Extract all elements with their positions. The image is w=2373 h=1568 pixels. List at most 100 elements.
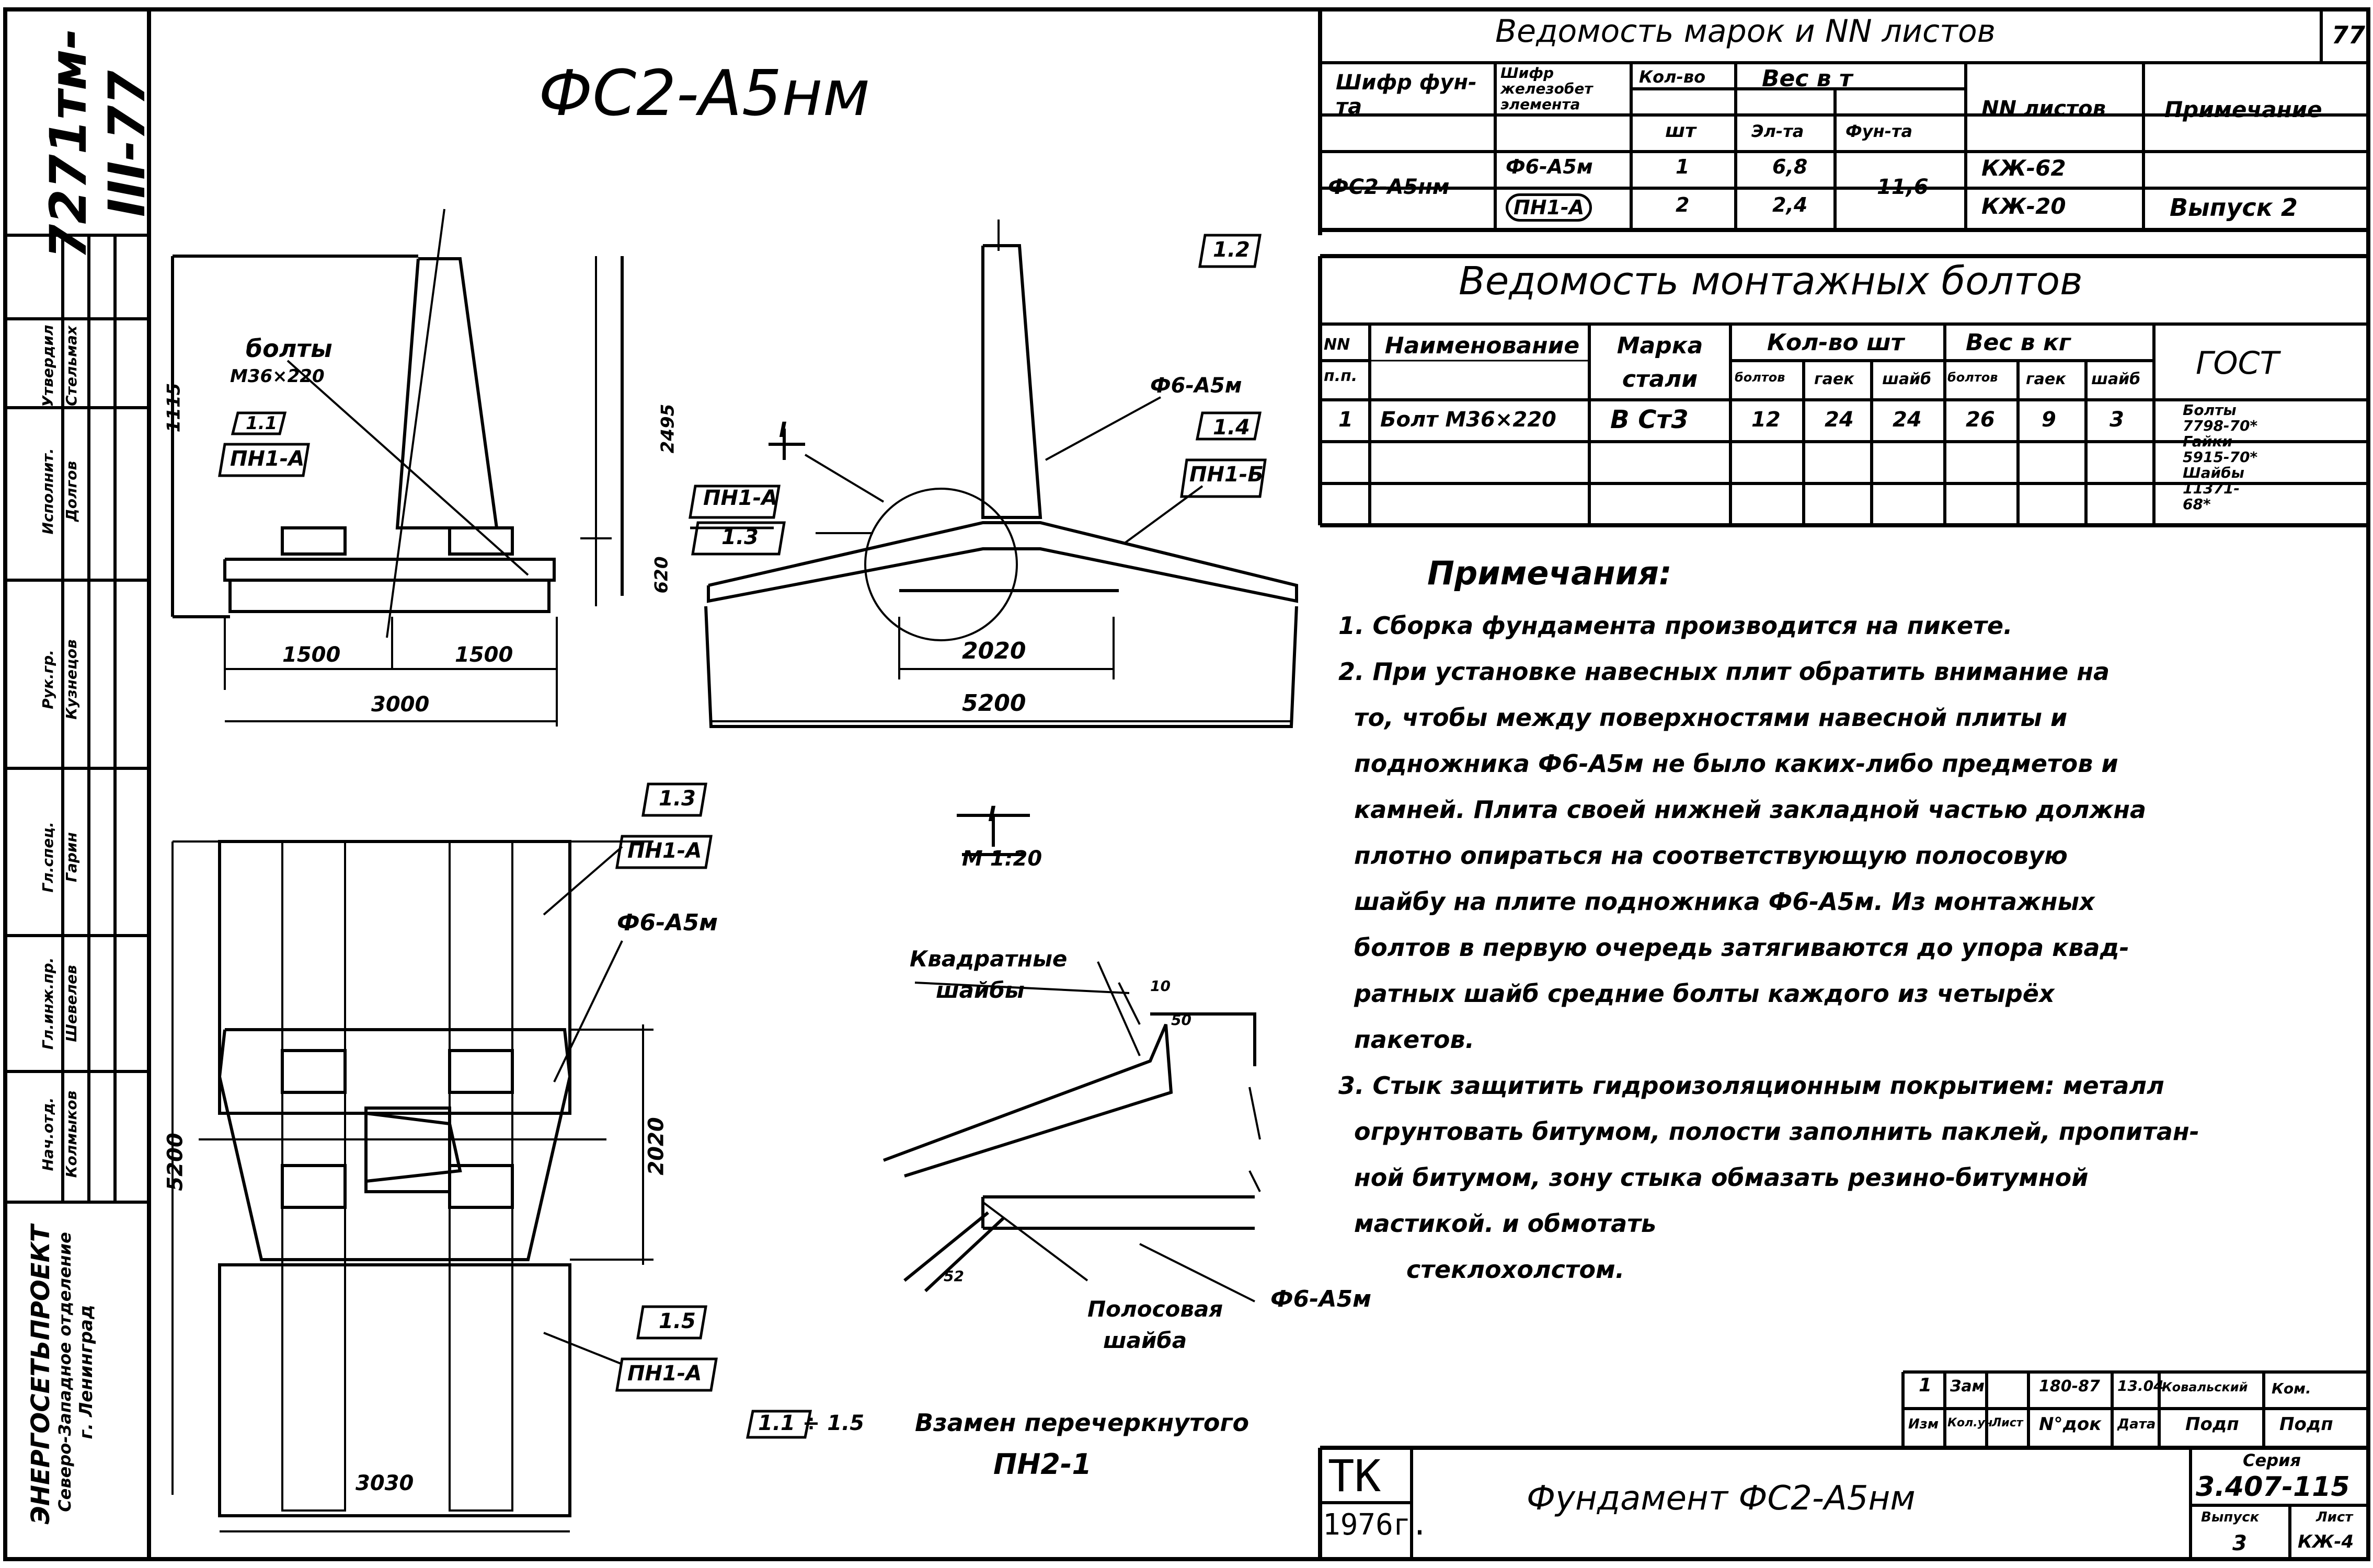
col-header: гаек xyxy=(2026,370,2066,388)
found-label: Ф6-А5м xyxy=(617,909,718,936)
dim-label: 1115 xyxy=(163,383,185,433)
col-header: Марка стали xyxy=(1617,332,1703,393)
cell-weight-found: 11,6 xyxy=(1877,175,1929,199)
stamp-role: Утвердил xyxy=(39,325,56,407)
tk-mark: ТК xyxy=(1328,1450,1381,1502)
cell-qty-washers: 24 xyxy=(1893,408,1922,432)
replacement-text: Взамен перечеркнутого xyxy=(915,1409,1249,1437)
col-header: NN п.п. xyxy=(1324,336,1358,385)
dim-label: 2020 xyxy=(644,1117,669,1175)
stamp-role: Гл.инж.пр. xyxy=(39,957,56,1050)
side-view-left-lines xyxy=(171,209,624,727)
cell-name: Болт М36×220 xyxy=(1380,408,1556,432)
strip-washer-label: шайба xyxy=(1103,1328,1187,1353)
replacement-code: ПН2-1 xyxy=(993,1448,1092,1481)
rev-header: Дата xyxy=(2117,1416,2156,1432)
cell-qty-nuts: 24 xyxy=(1825,408,1854,432)
square-washers-label: шайбы xyxy=(936,977,1025,1003)
col-header: Вес в кг xyxy=(1966,329,2071,356)
issue-label: Выпуск xyxy=(2201,1509,2260,1525)
dim-label: 5200 xyxy=(163,1133,188,1191)
strip-washer-label: Полосовая xyxy=(1087,1296,1223,1322)
rev-cell: 1 xyxy=(1919,1375,1932,1396)
sheet-label: Лист xyxy=(2316,1509,2353,1525)
cell-w-washers: 3 xyxy=(2110,408,2124,432)
callout-ref: 1.4 xyxy=(1213,416,1250,440)
dim-label: 1500 xyxy=(282,643,341,667)
note-line: то, чтобы между поверхностями навесной п… xyxy=(1354,704,2068,732)
col-header: болтов xyxy=(1735,370,1785,385)
stamp-org-name: ЭНЕРГОСЕТЬПРОЕКТ xyxy=(26,1225,55,1525)
stamp-name: Долгов xyxy=(63,460,80,522)
note-line: ратных шайб средние болты каждого из чет… xyxy=(1354,979,2055,1008)
section-detail-lines xyxy=(882,814,1261,1302)
dim-label: 2495 xyxy=(657,403,679,454)
dim-label: 10 xyxy=(1150,977,1171,995)
dim-label: 3030 xyxy=(356,1471,414,1495)
col-header: шт xyxy=(1665,120,1696,142)
col-header: ГОСТ xyxy=(2196,345,2279,382)
callout-ref-sub: ПН1-А xyxy=(703,486,778,510)
dim-label: 2020 xyxy=(962,638,1026,664)
col-header: шайб xyxy=(1882,370,1932,388)
rev-header: Подп xyxy=(2279,1414,2333,1435)
sheet-corner-number: 77 xyxy=(2332,21,2366,49)
callout-ref: 1.2 xyxy=(1213,238,1250,262)
stamp-org-city: г. Ленинград xyxy=(76,1305,97,1439)
col-header: Вес в т xyxy=(1762,65,1853,92)
cell-sheets: КЖ-62 xyxy=(1981,155,2066,181)
rev-header: Изм xyxy=(1908,1416,1939,1432)
replacement-range: 1.1 ÷ 1.5 xyxy=(758,1411,865,1435)
dim-label: 52 xyxy=(944,1267,964,1285)
title-block-lines xyxy=(1318,1370,2368,1559)
cell-weight-el: 6,8 xyxy=(1772,155,1808,178)
cell-w-nuts: 9 xyxy=(2042,408,2056,432)
stamp-name: Кузнецов xyxy=(63,639,80,720)
square-washers-label: Квадратные xyxy=(910,946,1068,972)
note-line: 3. Стык защитить гидроизоляционным покры… xyxy=(1338,1071,2164,1100)
found-label: Ф6-А5м xyxy=(1150,374,1242,398)
note-line: 1. Сборка фундамента производится на пик… xyxy=(1338,612,2013,640)
stamp-role: Рук.гр. xyxy=(39,650,56,709)
cell-gost: Болты 7798-70* Гайки 5915-70* Шайбы 1137… xyxy=(2183,401,2258,513)
rev-cell: 180-87 xyxy=(2039,1377,2100,1396)
stamp-role: Гл.спец. xyxy=(39,822,56,893)
dim-label: 1500 xyxy=(455,643,513,667)
note-line: огрунтовать битумом, полости заполнить п… xyxy=(1354,1117,2199,1146)
cell-weight-el: 2,4 xyxy=(1772,193,1808,216)
dim-label: 5200 xyxy=(962,690,1026,717)
sheet-value: КЖ-4 xyxy=(2298,1531,2354,1552)
rev-header: N°док xyxy=(2039,1414,2102,1435)
cell-steel: В Ст3 xyxy=(1610,405,1689,434)
callout-ref: 1.3 xyxy=(721,525,759,549)
cell-sheets: КЖ-20 xyxy=(1981,193,2066,219)
rev-header: Лист xyxy=(1992,1416,2023,1429)
rev-cell: Ковальский xyxy=(2162,1380,2248,1394)
rev-header: Кол.уч xyxy=(1947,1416,1993,1429)
bolts-table-title: Ведомость монтажных болтов xyxy=(1459,259,2083,304)
col-header: Кол-во xyxy=(1639,67,1706,87)
section-mark: I xyxy=(779,418,787,442)
cell-note: Выпуск 2 xyxy=(2170,193,2298,222)
series-label: Серия xyxy=(2243,1450,2301,1470)
callout-ref-sub: ПН1-А xyxy=(627,1362,702,1386)
dim-label: 50 xyxy=(1171,1011,1191,1029)
rev-cell: Ком. xyxy=(2272,1380,2311,1397)
note-line: болтов в первую очередь затягиваются до … xyxy=(1354,933,2129,962)
note-line: стеклохолстом. xyxy=(1406,1255,1625,1284)
year-mark: 1976г. xyxy=(1323,1508,1429,1542)
side-view-right-lines xyxy=(704,220,1298,728)
col-header: шайб xyxy=(2091,370,2141,388)
cell-qty-bolts: 12 xyxy=(1751,408,1781,432)
cell-cipher-rc: Ф6-А5м xyxy=(1506,155,1593,178)
note-line: подножника Ф6-А5м не было каких-либо пре… xyxy=(1354,750,2118,778)
stamp-name: Гарин xyxy=(63,832,80,882)
dim-label: 3000 xyxy=(371,693,430,717)
sheets-table-lines xyxy=(1318,9,2368,235)
stamp-name: Шевелев xyxy=(63,965,80,1042)
stamp-role: Нач.отд. xyxy=(39,1097,56,1171)
section-mark: I xyxy=(988,802,996,826)
note-line: плотно опираться на соответствующую поло… xyxy=(1354,841,2068,870)
